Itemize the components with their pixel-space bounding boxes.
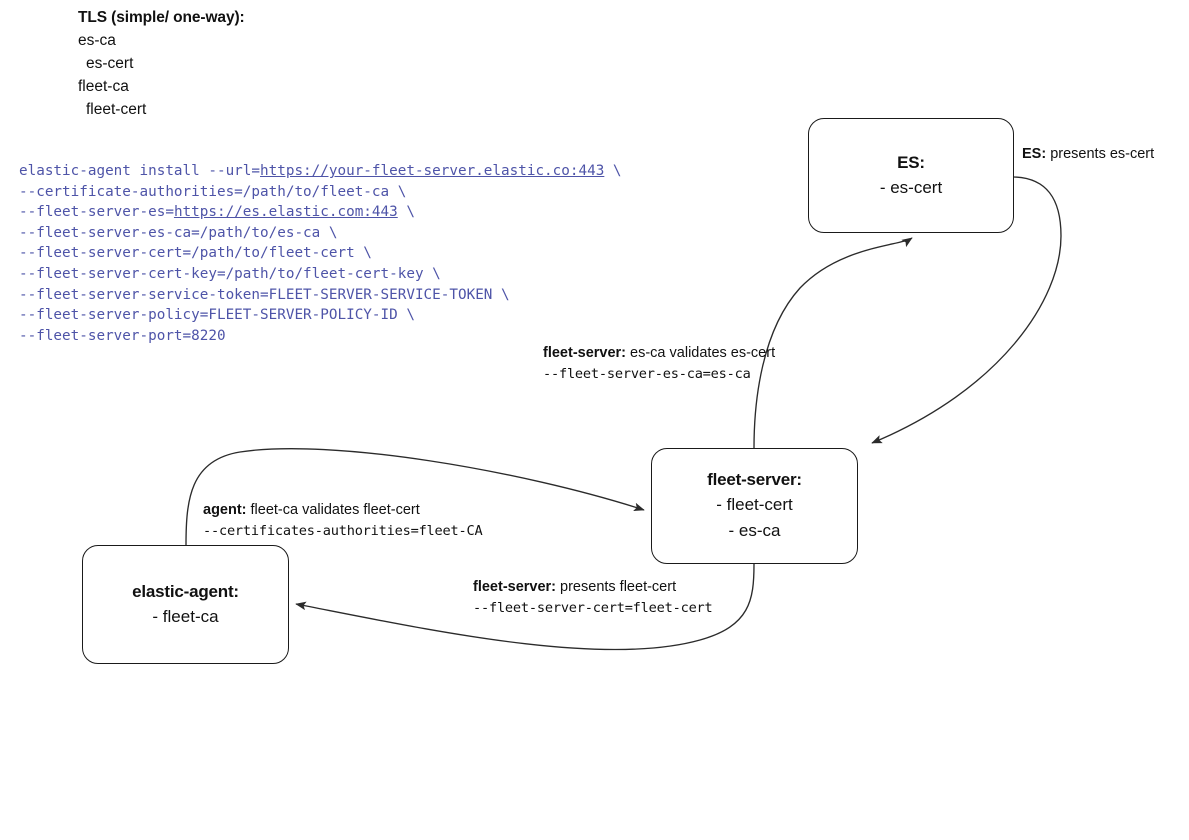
legend-block: TLS (simple/ one-way): es-ca es-cert fle…: [78, 6, 245, 121]
command-line-8: --fleet-server-port=8220: [19, 326, 622, 347]
command-line-3: --fleet-server-es-ca=/path/to/es-ca \: [19, 223, 622, 244]
edge-label-fleet-presents-flag: --fleet-server-cert=fleet-cert: [473, 600, 713, 616]
command-text: --fleet-server-es=: [19, 204, 174, 221]
edge-label-agent-validates-flag: --certificates-authorities=fleet-CA: [203, 523, 483, 539]
edge-label-fleet-validates: fleet-server: es-ca validates es-cert --…: [543, 343, 775, 385]
legend-item-fleet-cert: fleet-cert: [86, 101, 147, 118]
node-fleet-server-title: fleet-server:: [707, 470, 802, 489]
edge-label-fleet-presents: fleet-server: presents fleet-cert --flee…: [473, 577, 713, 619]
command-line-4: --fleet-server-cert=/path/to/fleet-cert …: [19, 243, 622, 264]
legend-item-es-cert: es-cert: [86, 55, 134, 72]
node-fleet-server-line-1: - es-ca: [728, 521, 781, 540]
node-elastic-agent-title: elastic-agent:: [132, 581, 239, 601]
edge-label-fleet-validates-rest: es-ca validates es-cert: [626, 345, 776, 361]
command-line-6: --fleet-server-service-token=FLEET-SERVE…: [19, 285, 622, 306]
node-fleet-server-line-0: - fleet-cert: [716, 495, 793, 514]
edge-label-es-presents: ES: presents es-cert: [1022, 144, 1154, 165]
command-line-7: --fleet-server-policy=FLEET-SERVER-POLIC…: [19, 305, 622, 326]
node-elastic-agent[interactable]: elastic-agent: - fleet-ca: [82, 545, 289, 664]
edge-label-agent-validates-rest: fleet-ca validates fleet-cert: [246, 502, 420, 518]
command-line-0: elastic-agent install --url=https://your…: [19, 161, 622, 182]
command-text: \: [604, 163, 622, 179]
legend-item-fleet-ca: fleet-ca: [78, 78, 129, 95]
edge-label-es-presents-rest: presents es-cert: [1046, 146, 1155, 162]
node-es-title: ES:: [897, 152, 925, 172]
command-text: --fleet-server-service-token=FLEET-SERVE…: [19, 286, 510, 303]
command-line-2: --fleet-server-es=https://es.elastic.com…: [19, 202, 622, 223]
install-command-block: elastic-agent install --url=https://your…: [19, 161, 622, 346]
command-text: --fleet-server-cert=/path/to/fleet-cert …: [19, 245, 372, 262]
edge-label-agent-validates: agent: fleet-ca validates fleet-cert --c…: [203, 500, 483, 542]
edge-label-fleet-presents-rest: presents fleet-cert: [556, 579, 677, 595]
node-es-line-0: - es-cert: [879, 177, 943, 197]
edge-label-fleet-validates-bold: fleet-server:: [543, 345, 627, 361]
legend-item-es-ca: es-ca: [78, 32, 116, 49]
command-text: elastic-agent install --url=: [19, 163, 261, 179]
node-fleet-server[interactable]: fleet-server: - fleet-cert - es-ca: [651, 448, 858, 564]
command-link[interactable]: https://es.elastic.com:443: [173, 204, 398, 221]
edge-label-fleet-validates-flag: --fleet-server-es-ca=es-ca: [543, 366, 751, 382]
edge-label-fleet-presents-bold: fleet-server:: [473, 579, 557, 595]
command-line-1: --certificate-authorities=/path/to/fleet…: [19, 182, 622, 203]
command-text: --fleet-server-policy=FLEET-SERVER-POLIC…: [19, 307, 415, 324]
edge-label-es-presents-bold: ES:: [1022, 146, 1047, 162]
command-text: --certificate-authorities=/path/to/fleet…: [19, 183, 407, 200]
legend-title: TLS (simple/ one-way):: [78, 9, 245, 26]
command-link[interactable]: https://your-fleet-server.elastic.co:443: [260, 163, 605, 179]
command-text: --fleet-server-es-ca=/path/to/es-ca \: [19, 224, 338, 241]
edge-label-agent-validates-bold: agent:: [203, 502, 247, 518]
command-text: \: [397, 204, 415, 221]
command-text: --fleet-server-cert-key=/path/to/fleet-c…: [19, 265, 441, 282]
node-elastic-agent-line-0: - fleet-ca: [152, 606, 219, 626]
command-text: --fleet-server-port=8220: [19, 327, 226, 344]
command-line-5: --fleet-server-cert-key=/path/to/fleet-c…: [19, 264, 622, 285]
node-es[interactable]: ES: - es-cert: [808, 118, 1014, 233]
edge-fleetserver-to-es: [753, 237, 913, 449]
